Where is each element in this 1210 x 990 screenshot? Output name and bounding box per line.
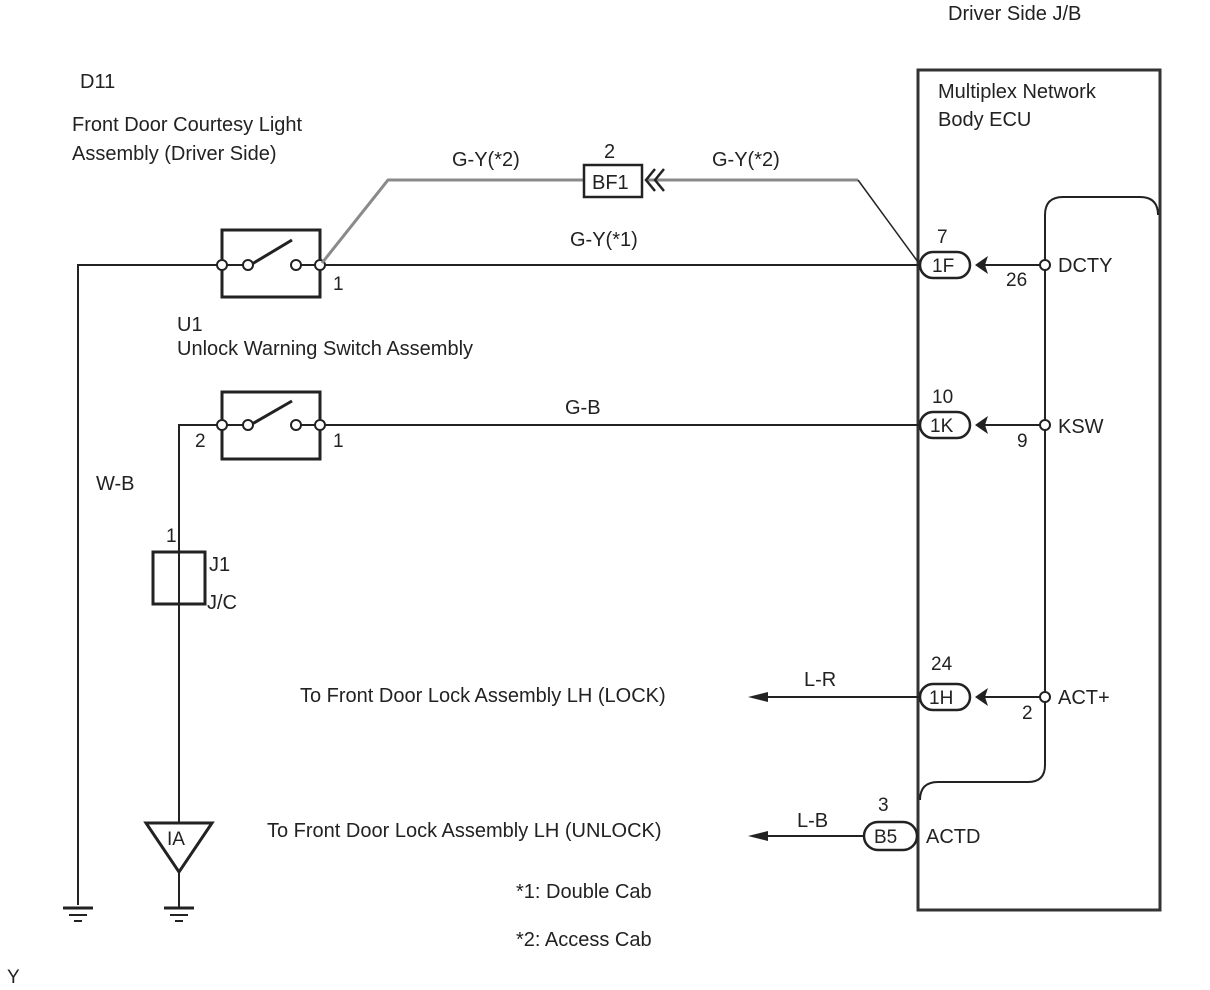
wire-gy2-right-drop [857, 179, 919, 263]
unlock-switch-pin-right: 1 [333, 431, 344, 452]
connector-1f [918, 250, 972, 280]
ground-point-ia-label: IA [167, 829, 185, 850]
unlock-switch-code: U1 [177, 314, 203, 336]
courtesy-light-name-line1: Front Door Courtesy Light [72, 114, 303, 136]
courtesy-light-name-line2: Assembly (Driver Side) [72, 143, 276, 165]
bf1-connector-code: BF1 [592, 172, 629, 194]
junction-block-label: Driver Side J/B [948, 3, 1081, 25]
junction-connector-pin: 1 [166, 526, 177, 547]
ground-wire-label: W-B [96, 473, 135, 495]
note-2: *2: Access Cab [516, 929, 652, 951]
wire-gb-label: G-B [565, 397, 601, 419]
terminal-actplus-label: ACT+ [1058, 687, 1110, 709]
unlock-arrow-icon [748, 831, 768, 841]
ecu-title-line1: Multiplex Network [938, 81, 1097, 103]
courtesy-light-code: D11 [80, 71, 115, 93]
terminal-actd-label: ACTD [926, 826, 980, 848]
terminal-ksw-node [1039, 419, 1051, 431]
connector-1k-code: 1K [930, 416, 954, 437]
ecu-internal-bus-top [1044, 196, 1159, 216]
junction-connector-j1 [151, 550, 207, 606]
terminal-dcty-pin: 26 [1006, 270, 1027, 291]
wire-color-code: Y [7, 967, 20, 988]
junction-connector-code: J1 [209, 554, 230, 576]
wire-switch-ground [178, 424, 217, 825]
note-1: *1: Double Cab [516, 881, 652, 903]
terminal-ksw-label: KSW [1058, 416, 1104, 438]
connector-1f-code: 1F [932, 256, 954, 277]
terminal-ksw-pin: 9 [1017, 431, 1028, 452]
terminal-actplus-node [1039, 691, 1051, 703]
connector-1h-code: 1H [929, 688, 953, 709]
ecu-internal-bus [919, 215, 1046, 801]
output-lock-label: To Front Door Lock Assembly LH (LOCK) [300, 685, 666, 707]
ground-wire-wb [77, 264, 222, 905]
bf1-chevron-icon [644, 168, 665, 192]
junction-connector-type: J/C [207, 592, 237, 614]
courtesy-light-switch-icon [216, 228, 326, 299]
terminal-actplus-pin: 2 [1022, 703, 1033, 724]
connector-1k-pin: 10 [932, 387, 953, 408]
connector-1f-pin: 7 [937, 227, 948, 248]
bf1-connector [582, 163, 644, 199]
ground-icon-left [63, 906, 93, 922]
ecu-box [916, 68, 1162, 912]
wire-gy2-left [320, 178, 585, 264]
wire-lb-label: L-B [797, 810, 828, 832]
connector-1k-arrow-icon [975, 416, 988, 434]
unlock-switch-name: Unlock Warning Switch Assembly [177, 338, 473, 360]
unlock-switch-icon [216, 390, 326, 461]
wire-lr-label: L-R [804, 669, 836, 691]
connector-b5-code: B5 [874, 827, 897, 848]
output-unlock-label: To Front Door Lock Assembly LH (UNLOCK) [267, 820, 662, 842]
unlock-switch-pin-left: 2 [195, 431, 206, 452]
ground-point-ia-icon [143, 821, 215, 875]
connector-b5-pin: 3 [878, 795, 889, 816]
connector-1h-pin: 24 [931, 654, 953, 675]
connector-1k [918, 410, 972, 440]
wire-gy2-left-label: G-Y(*2) [452, 149, 520, 171]
terminal-dcty-node [1039, 259, 1051, 271]
ecu-title-line2: Body ECU [938, 109, 1031, 131]
connector-1f-arrow-icon [975, 256, 988, 274]
ground-icon-right [164, 906, 194, 922]
bf1-connector-pin: 2 [604, 141, 615, 163]
terminal-dcty-label: DCTY [1058, 255, 1112, 277]
wire-gy2-right-label: G-Y(*2) [712, 149, 780, 171]
courtesy-light-pin: 1 [333, 274, 344, 295]
wire-gy1-label: G-Y(*1) [570, 229, 638, 251]
lock-arrow-icon [748, 692, 768, 702]
connector-1h-arrow-icon [975, 688, 988, 706]
